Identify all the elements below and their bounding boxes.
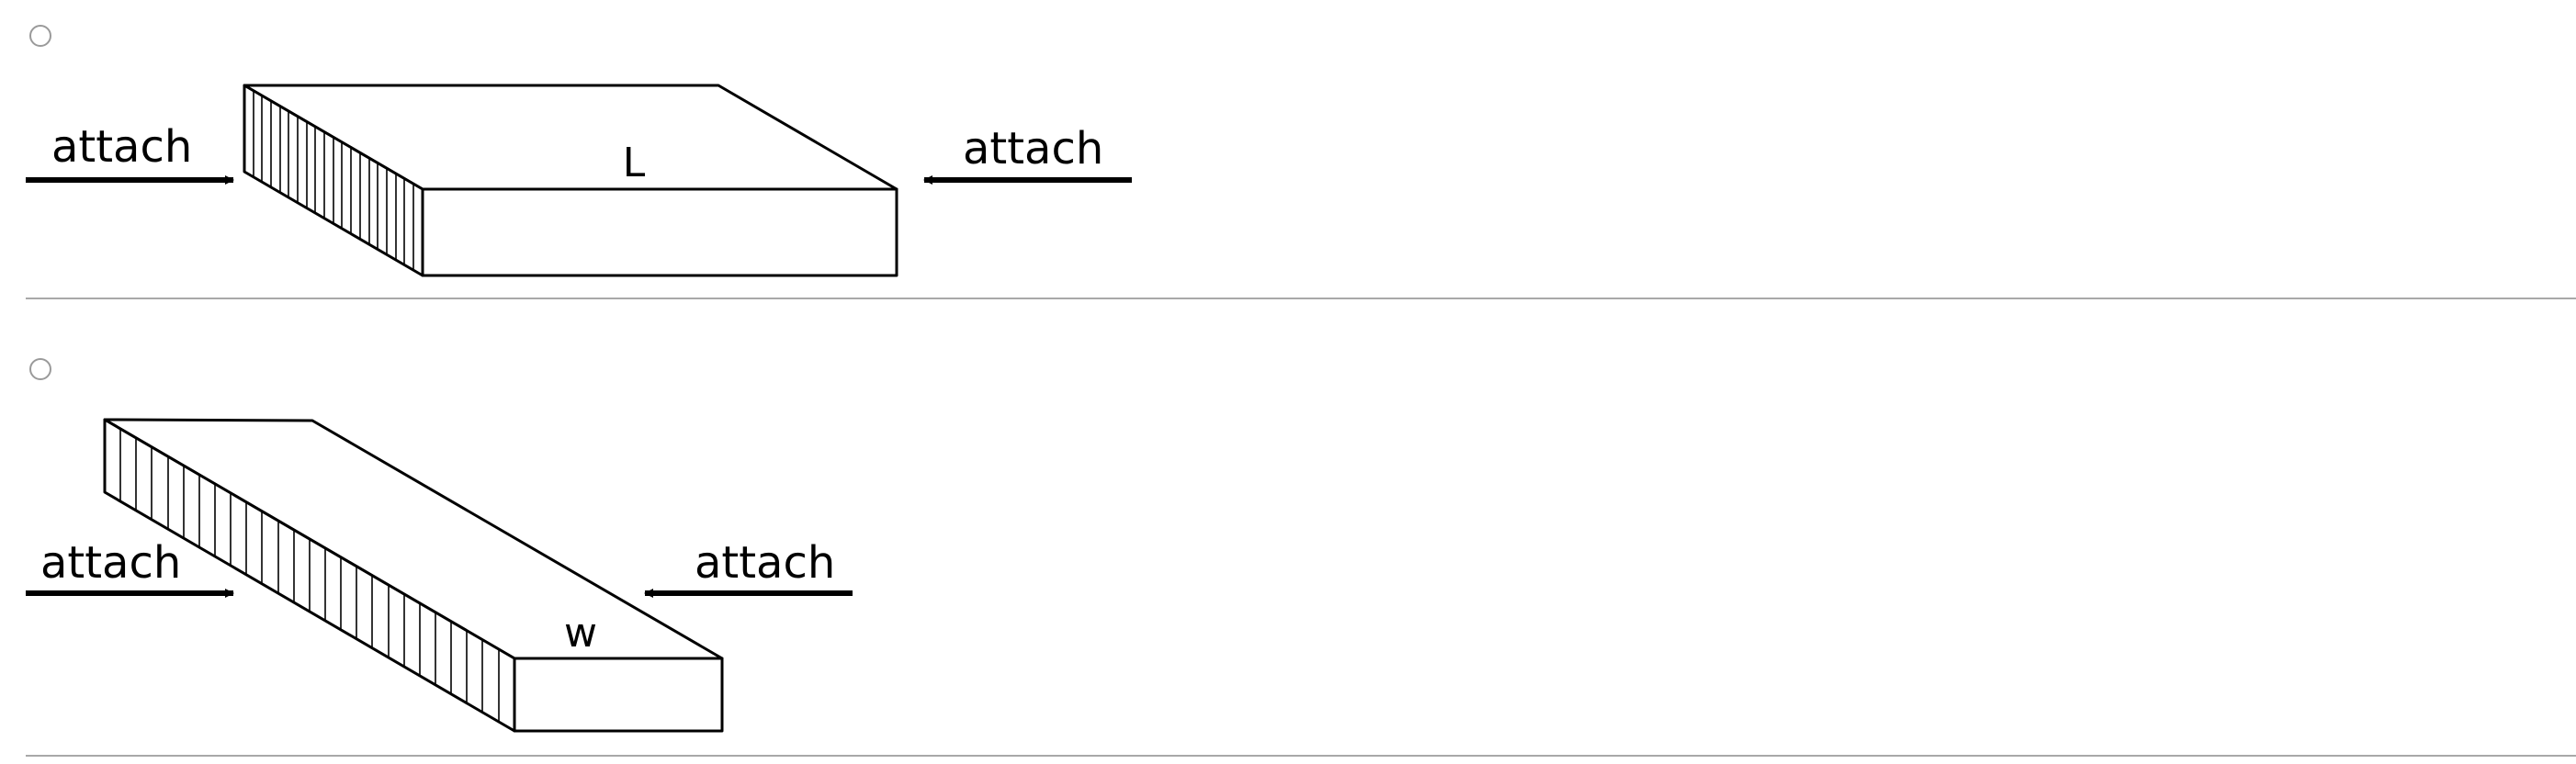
slab-front-face (421, 187, 898, 277)
dimension-label-w: w (564, 610, 597, 657)
option-2-slab-diagram: w attach attach (26, 418, 853, 733)
answer-option-2: w attach attach (0, 299, 2576, 758)
option-1-slab-diagram: L attach attach (26, 84, 1132, 277)
end-face-hatching (253, 91, 414, 270)
option-1-radio-button[interactable] (29, 25, 51, 47)
option-2-radio-button[interactable] (29, 358, 51, 380)
side-face-hatching (119, 429, 500, 722)
slab-front-face (513, 657, 724, 733)
right-attach-label: attach (963, 123, 1103, 174)
answer-option-1: L attach attach (0, 0, 2576, 299)
dimension-label-L: L (623, 140, 646, 186)
left-attach-label: attach (51, 121, 192, 173)
left-attach-label: attach (40, 537, 181, 589)
option-divider (26, 298, 2576, 299)
option-divider (26, 755, 2576, 757)
right-attach-label: attach (695, 537, 835, 589)
